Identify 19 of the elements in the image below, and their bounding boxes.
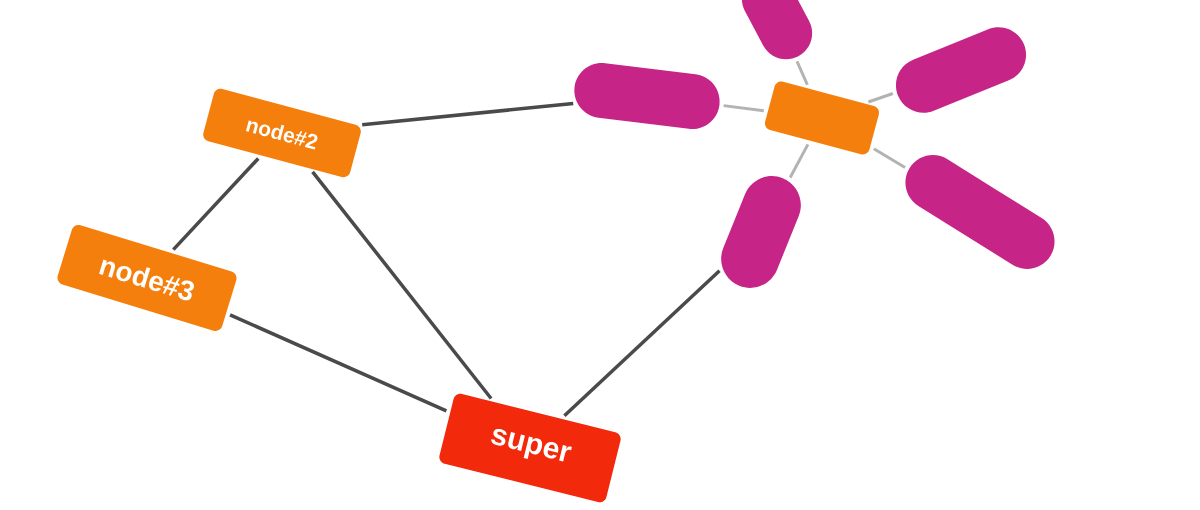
connector-line bbox=[362, 101, 574, 127]
node-box: node#2 bbox=[203, 88, 361, 178]
connector-line bbox=[229, 313, 448, 413]
connector-line bbox=[867, 92, 894, 104]
connector-line bbox=[788, 143, 810, 179]
node-box: super bbox=[439, 393, 621, 503]
connector-line bbox=[873, 147, 906, 169]
connector-line bbox=[311, 170, 493, 400]
pill-node bbox=[905, 155, 1055, 269]
connector-line bbox=[795, 60, 809, 86]
pill-node bbox=[574, 62, 720, 130]
pill-node bbox=[721, 176, 801, 288]
node-box bbox=[764, 81, 880, 155]
connector-line bbox=[563, 269, 721, 418]
node-box: node#3 bbox=[57, 224, 237, 332]
connector-line bbox=[723, 104, 764, 113]
connector-line bbox=[172, 157, 260, 251]
pill-node bbox=[895, 27, 1027, 113]
pill-node bbox=[741, 0, 813, 60]
